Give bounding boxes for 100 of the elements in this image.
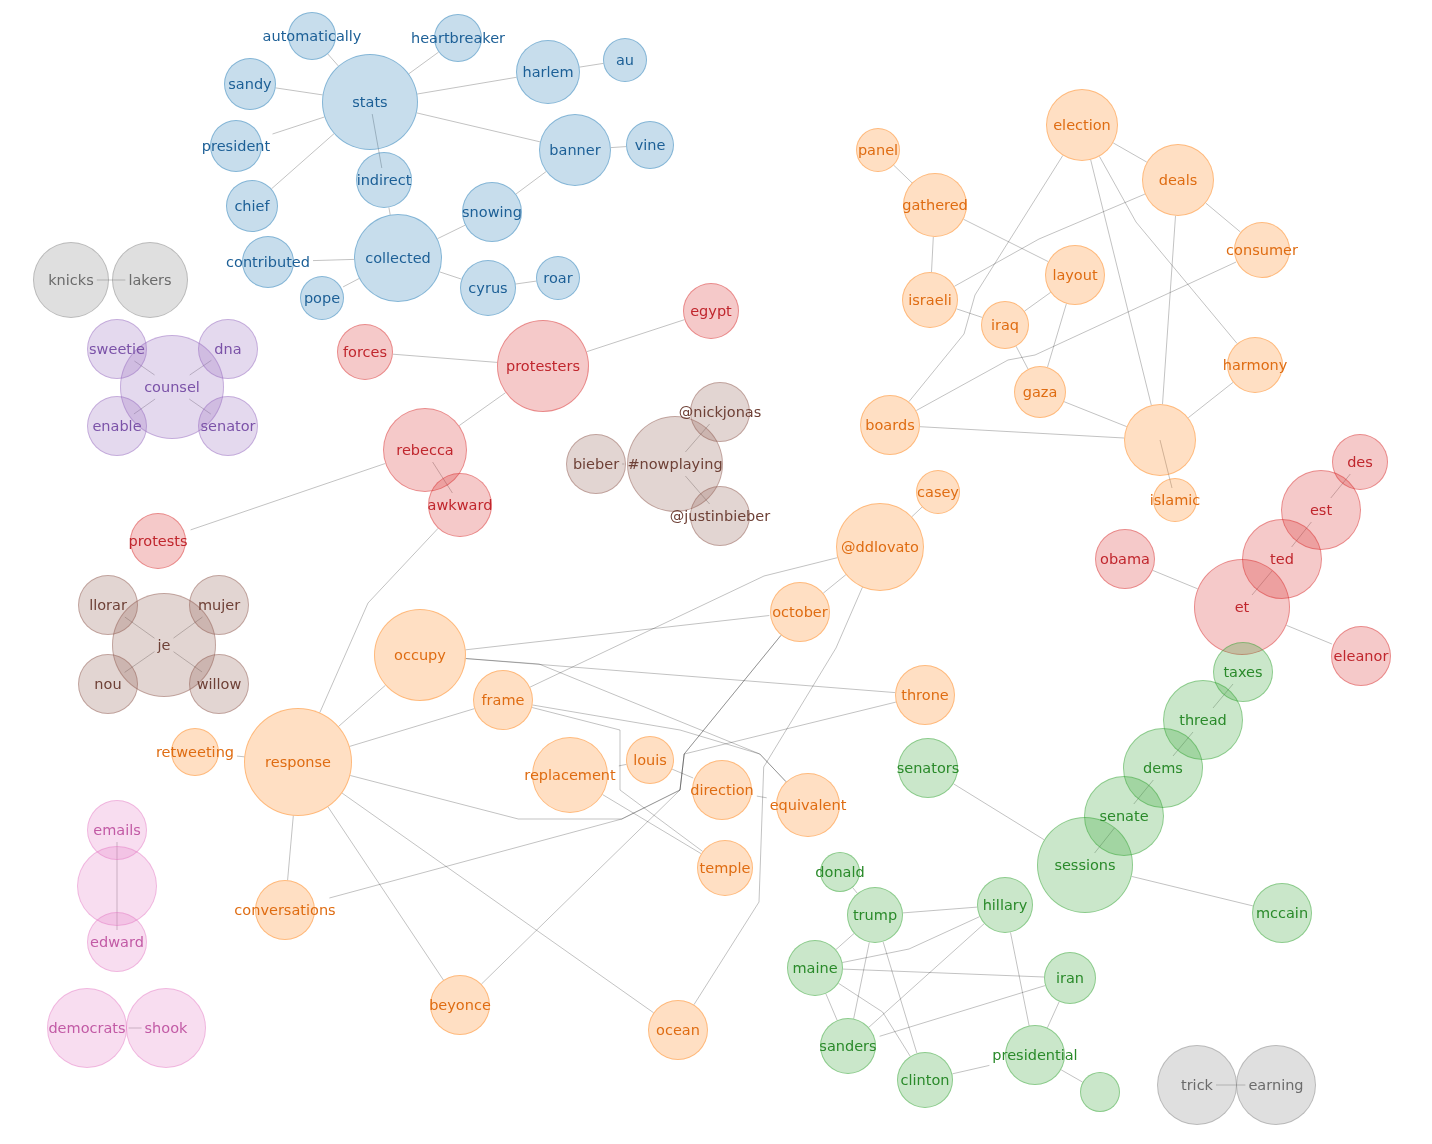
word-label: rebecca	[396, 441, 454, 459]
word-bubble	[683, 283, 739, 339]
connector-line	[529, 557, 838, 688]
word-label: conversations	[234, 901, 336, 919]
word-bubble	[697, 840, 753, 896]
word-label: occupy	[394, 646, 446, 664]
word-label: edward	[90, 933, 144, 951]
word-label: je	[157, 636, 171, 654]
word-label: nou	[94, 675, 122, 693]
connector-line	[882, 941, 918, 1054]
connector-line	[693, 586, 863, 1006]
word-bubble	[902, 272, 958, 328]
connector-line	[915, 261, 1237, 411]
word-bubble	[903, 173, 967, 237]
connector-line	[908, 155, 1064, 403]
connector-line	[1285, 624, 1333, 645]
connector-line	[825, 993, 838, 1021]
word-bubble	[1213, 642, 1273, 702]
connector-line	[1187, 381, 1234, 419]
word-label: taxes	[1223, 663, 1263, 681]
word-bubble	[770, 582, 830, 642]
word-label: direction	[690, 781, 754, 799]
connector-line	[1015, 345, 1029, 370]
word-bubble	[189, 654, 249, 714]
word-label: iraq	[990, 316, 1020, 334]
word-bubble	[87, 319, 147, 379]
connector-line	[275, 87, 323, 96]
word-label: enable	[92, 417, 142, 435]
connector-line	[919, 426, 1125, 439]
word-label: knicks	[48, 271, 94, 289]
word-bubble	[1331, 626, 1391, 686]
word-bubble	[356, 152, 412, 208]
connector-line	[841, 916, 980, 963]
connector-line	[911, 506, 923, 518]
connector-line	[1112, 142, 1148, 163]
word-label: frame	[481, 691, 525, 709]
word-label: est	[1309, 501, 1333, 519]
word-label: vine	[634, 136, 666, 154]
word-label: sweetie	[89, 340, 145, 358]
word-label: lakers	[128, 271, 172, 289]
word-label: donald	[815, 863, 865, 881]
connector-line	[312, 258, 355, 262]
word-bubble	[198, 319, 258, 379]
connector-line	[586, 319, 685, 353]
word-label: roar	[543, 269, 573, 287]
connector-line	[481, 634, 782, 985]
word-label: thread	[1179, 711, 1227, 729]
word-label: louis	[633, 751, 667, 769]
connector-line	[953, 193, 1146, 287]
word-label: snowing	[462, 203, 522, 221]
connector-line	[963, 218, 1049, 263]
connector-line	[852, 887, 858, 894]
connector-line	[671, 768, 694, 779]
word-bubble	[224, 58, 276, 110]
connector-line	[416, 112, 541, 143]
connector-line	[1060, 1069, 1084, 1083]
connector-line	[835, 933, 855, 950]
connector-line	[610, 146, 627, 149]
word-bubble	[130, 513, 186, 569]
connector-line	[1010, 932, 1030, 1027]
connector-line	[853, 941, 870, 1020]
word-label: pope	[303, 289, 341, 307]
word-bubble	[1252, 883, 1312, 943]
word-bubble	[430, 975, 490, 1035]
connector-line	[392, 353, 498, 363]
word-label: @nickjonas	[678, 403, 762, 421]
word-bubble	[626, 736, 674, 784]
word-label: equivalent	[769, 796, 847, 814]
word-label: harlem	[522, 63, 574, 81]
word-bubble	[1044, 952, 1096, 1004]
word-label: stats	[352, 93, 388, 111]
word-label: deals	[1158, 171, 1198, 189]
connector-line	[272, 116, 325, 135]
word-bubble	[981, 301, 1029, 349]
word-label: mujer	[197, 596, 241, 614]
connector-line	[439, 271, 462, 280]
connector-line	[341, 792, 654, 1014]
connector-line	[349, 708, 475, 747]
connector-line	[1047, 303, 1067, 368]
word-label: october	[772, 603, 828, 621]
word-label: replacement	[524, 766, 616, 784]
word-label: clinton	[900, 1071, 950, 1089]
word-label: @justinbieber	[669, 507, 771, 525]
word-label: trick	[1181, 1076, 1213, 1094]
word-bubble	[87, 912, 147, 972]
word-label: harmony	[1222, 356, 1288, 374]
word-bubble	[536, 256, 580, 300]
connector-line	[1024, 291, 1052, 312]
word-label: willow	[196, 675, 242, 693]
word-label: ted	[1270, 550, 1294, 568]
connector-line	[515, 280, 537, 285]
connector-line	[408, 51, 440, 75]
word-bubble	[462, 182, 522, 242]
word-bubble	[916, 470, 960, 514]
connector-line	[416, 76, 517, 95]
connector-line	[879, 985, 1046, 1037]
connector-line	[1131, 875, 1254, 907]
word-label: senate	[1099, 807, 1149, 825]
word-label: eleanor	[1333, 647, 1389, 665]
word-label: egypt	[690, 302, 732, 320]
